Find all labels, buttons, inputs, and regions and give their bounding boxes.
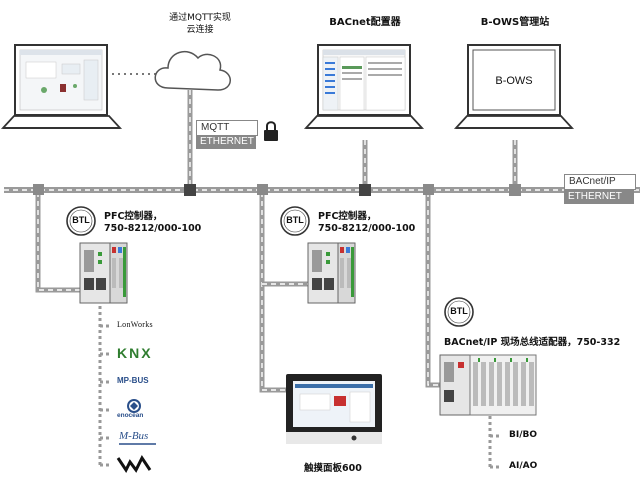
laptop-configurator-icon xyxy=(303,44,425,129)
cloud-label-line-1: 通过MQTT实现 xyxy=(169,13,231,23)
coupler-output-bibo: BI/BO xyxy=(509,430,538,440)
pfc2-label-line-2: 750-8212/000-100 xyxy=(318,223,416,234)
protocol-lonworks: LonWorks xyxy=(117,320,153,329)
touch-panel-label: 触摸面板600 xyxy=(304,463,362,474)
protocol-mpbus: MP-BUS xyxy=(117,376,149,385)
protocol-tree-lines xyxy=(98,306,112,467)
btl-logo-3-text: BTL xyxy=(450,306,468,316)
touch-panel-device xyxy=(286,374,382,444)
ethernet-tag-left: ETHERNET xyxy=(196,135,256,149)
laptop-cloud-icon xyxy=(0,44,123,129)
laptop-bows-icon xyxy=(453,44,575,129)
pfc1-label-line-2: 750-8212/000-100 xyxy=(104,223,202,234)
btl-logo-3 xyxy=(444,297,474,327)
protocol-knx: KNX xyxy=(117,345,153,361)
btl-logo-1-text: BTL xyxy=(72,215,90,225)
configurator-label: BACnet配置器 xyxy=(329,17,401,28)
bacnet-coupler-label: BACnet/IP 现场总线适配器，750-332 xyxy=(444,337,621,348)
btl-logo-2 xyxy=(280,206,310,236)
bacnet-ip-tag: BACnet/IP xyxy=(564,174,636,190)
ethernet-tag-right: ETHERNET xyxy=(564,190,634,204)
laptop-drops xyxy=(187,90,518,188)
cloud-icon xyxy=(154,50,231,91)
cloud-label-line-2: 云连接 xyxy=(186,25,214,35)
protocol-enocean: enocean xyxy=(117,412,144,419)
bacnet-coupler-device xyxy=(439,354,537,416)
pfc-controller-1-device xyxy=(79,242,128,304)
bows-station-label: B-OWS管理站 xyxy=(480,17,550,28)
protocol-mbus: M-Bus xyxy=(119,430,149,442)
pfc2-label-line-1: PFC控制器， xyxy=(318,211,377,222)
btl-logo-1 xyxy=(66,206,96,236)
coupler-output-lines xyxy=(488,416,502,470)
junctions xyxy=(33,184,521,196)
device-drops xyxy=(35,192,440,393)
enocean-logo-icon xyxy=(127,399,141,413)
btl-logo-2-text: BTL xyxy=(286,215,304,225)
bows-screen-text: B-OWS xyxy=(495,75,533,87)
smi-logo-icon xyxy=(116,455,152,473)
cloud-label: 通过MQTT实现 云连接 xyxy=(160,12,240,36)
pfc1-label: PFC控制器， 750-8212/000-100 xyxy=(104,211,201,235)
pfc2-label: PFC控制器， 750-8212/000-100 xyxy=(318,211,415,235)
pfc1-label-line-1: PFC控制器， xyxy=(104,211,163,222)
pfc-controller-2-device xyxy=(307,242,356,304)
coupler-output-aiao: AI/AO xyxy=(509,461,538,471)
mqtt-tag: MQTT xyxy=(196,120,258,136)
lock-icon xyxy=(264,121,278,141)
